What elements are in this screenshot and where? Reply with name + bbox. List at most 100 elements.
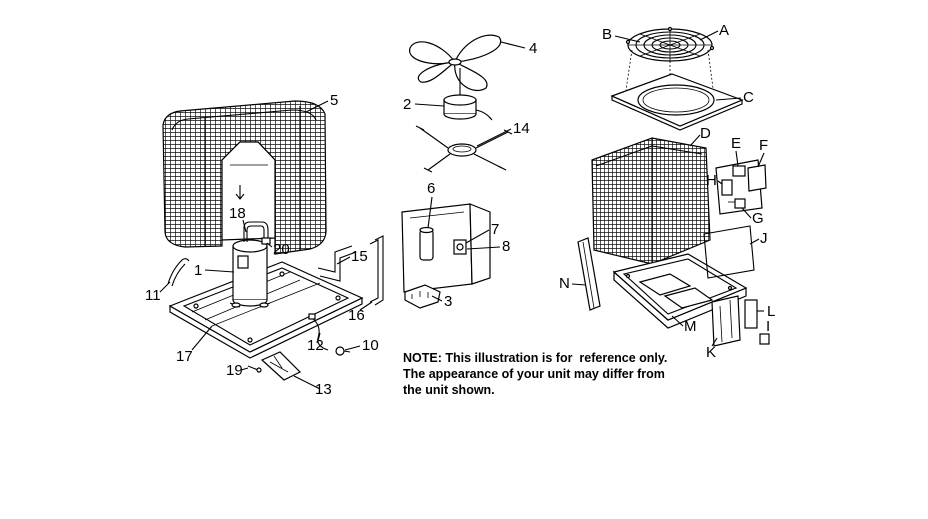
callout-14: 14 — [513, 120, 530, 137]
small-part-i — [759, 333, 770, 345]
letter-labels: A B C D E F H G J N L I M K — [559, 22, 775, 361]
relay — [453, 239, 467, 255]
bracket-right — [711, 295, 741, 347]
leader-6 — [427, 196, 433, 229]
leader-G — [741, 207, 752, 219]
leader-C — [715, 97, 742, 101]
control-component-g — [728, 198, 746, 209]
fan-guard — [625, 26, 715, 62]
control-component-f — [747, 164, 767, 192]
leader-2 — [414, 103, 445, 107]
callout-15: 15 — [351, 248, 368, 265]
refrigerant-tube — [317, 245, 357, 282]
leader-17 — [191, 325, 213, 351]
note-line-1: NOTE: This illustration is for reference… — [403, 351, 667, 365]
leader-D — [689, 134, 701, 147]
leader-K — [711, 337, 718, 347]
outdoor-coil — [162, 100, 327, 255]
leader-4 — [500, 41, 526, 49]
small-part-l — [744, 299, 758, 329]
callout-17: 17 — [176, 348, 193, 365]
fan-blade — [409, 34, 502, 92]
label-E: E — [731, 135, 741, 152]
callout-18: 18 — [229, 205, 246, 222]
plug — [335, 346, 351, 356]
leader-J — [749, 238, 760, 245]
motor-mount — [415, 125, 513, 173]
callout-labels: 4 5 2 14 6 18 7 20 8 15 1 11 3 16 12 10 … — [145, 40, 537, 398]
top-panel — [610, 73, 744, 131]
leader-10 — [344, 345, 361, 351]
callout-5: 5 — [330, 92, 338, 109]
label-A: A — [719, 22, 729, 39]
label-F: F — [759, 137, 768, 154]
callout-20: 20 — [273, 241, 290, 258]
leader-A — [699, 30, 719, 41]
reference-note: NOTE: This illustration is for reference… — [403, 351, 667, 397]
compressor — [229, 239, 271, 308]
label-C: C — [743, 89, 754, 106]
leader-15 — [336, 256, 351, 265]
capacitor — [419, 226, 434, 261]
tube-fitting — [261, 237, 271, 245]
control-box — [401, 203, 491, 293]
label-D: D — [700, 125, 711, 142]
leader-18 — [242, 219, 247, 233]
leader-lines — [159, 30, 765, 390]
callout-16: 16 — [348, 307, 365, 324]
leader-M — [671, 315, 684, 327]
label-J: J — [760, 230, 768, 247]
callout-10: 10 — [362, 337, 379, 354]
base-pan-right — [612, 253, 748, 329]
leader-19 — [240, 367, 249, 371]
fan-motor — [443, 68, 493, 121]
leader-16 — [359, 301, 373, 311]
leader-E — [735, 150, 739, 167]
callout-2: 2 — [403, 96, 411, 113]
coil-right — [591, 137, 711, 265]
label-M: M — [684, 318, 697, 335]
screw — [247, 365, 262, 373]
label-L: L — [767, 303, 775, 320]
label-B: B — [602, 26, 612, 43]
wire-harness — [308, 313, 329, 351]
leader-3 — [431, 295, 443, 302]
callout-3: 3 — [444, 293, 452, 310]
callout-7: 7 — [491, 221, 499, 238]
drain-fitting — [167, 258, 190, 287]
leader-13 — [293, 375, 321, 390]
leader-B — [614, 35, 641, 43]
callout-6: 6 — [427, 180, 435, 197]
leader-12 — [317, 332, 321, 342]
callout-8: 8 — [502, 238, 510, 255]
label-G: G — [752, 210, 764, 227]
leader-11 — [159, 281, 171, 293]
callout-13: 13 — [315, 381, 332, 398]
side-panel-strip — [577, 237, 601, 311]
callout-19: 19 — [226, 362, 243, 379]
contactor — [404, 284, 441, 309]
note-line-3: the unit shown. — [403, 383, 495, 397]
callout-12: 12 — [307, 337, 324, 354]
leader-8 — [466, 246, 501, 250]
leader-20 — [266, 242, 273, 248]
label-K: K — [706, 344, 716, 361]
control-component-h — [721, 179, 733, 196]
label-H: H — [706, 172, 717, 189]
leader-N — [571, 283, 587, 286]
control-component-e — [732, 165, 746, 177]
callout-4: 4 — [529, 40, 537, 57]
coil-inner-panel — [221, 141, 276, 241]
label-N: N — [559, 275, 570, 292]
label-I: I — [766, 318, 770, 335]
leader-1 — [204, 269, 235, 273]
callout-11: 11 — [145, 287, 161, 304]
bracket — [260, 351, 302, 381]
access-panel — [703, 225, 755, 279]
liquid-line-tube — [369, 235, 384, 306]
note-line-2: The appearance of your unit may differ f… — [403, 367, 665, 381]
leader-5 — [305, 100, 329, 113]
leader-F — [757, 152, 765, 168]
